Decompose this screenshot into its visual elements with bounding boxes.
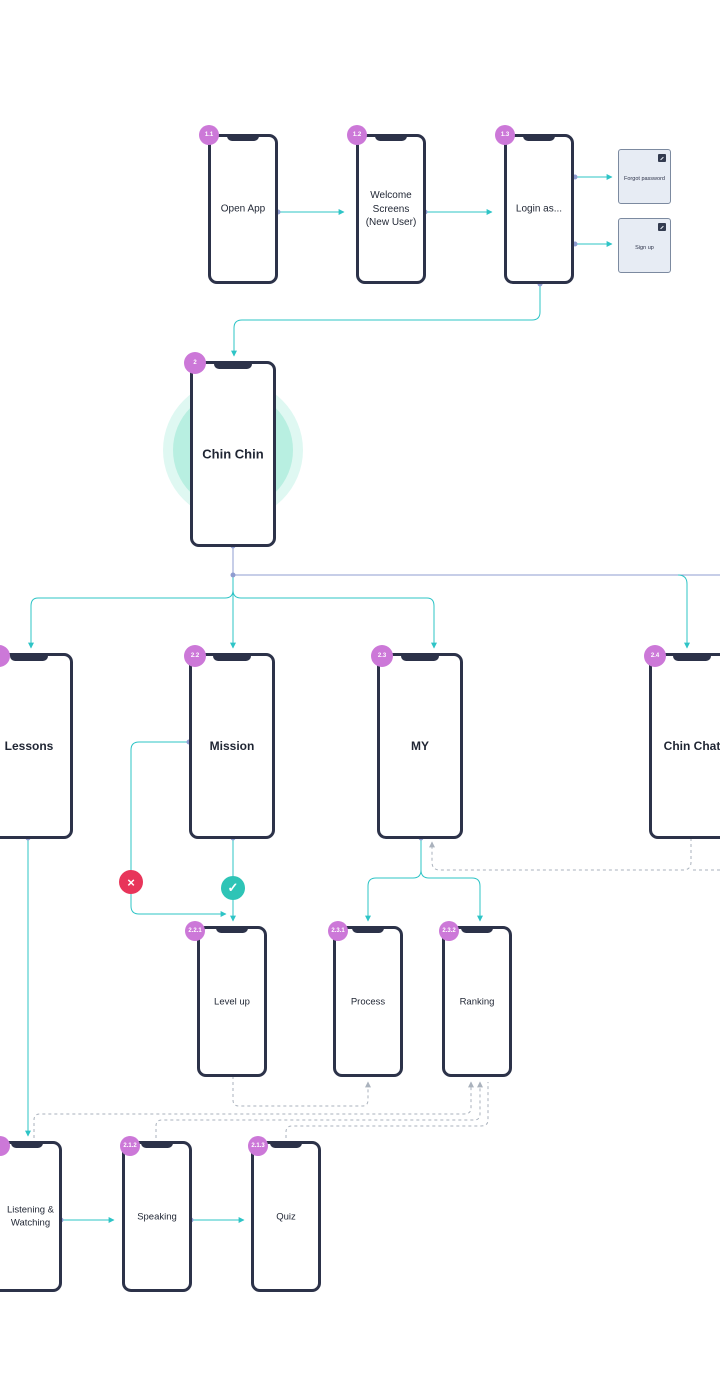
phone-notch (401, 653, 439, 661)
phone-notch (227, 134, 259, 141)
screen-mission[interactable]: Mission (189, 653, 275, 839)
edge-home-to-chat (677, 574, 690, 649)
card-sign-up[interactable]: Sign up (618, 218, 671, 273)
screen-label: Quiz (276, 1211, 296, 1222)
screen-label: Open App (220, 203, 266, 215)
cross-icon: × (119, 870, 143, 894)
check-icon: ✓ (221, 876, 245, 900)
edge-home-to-lessons (28, 589, 234, 649)
phone-notch (461, 926, 493, 933)
screen-badge: 2.3.1 (328, 921, 348, 941)
screen-quiz[interactable]: Quiz (251, 1141, 321, 1292)
screen-label: Speaking (137, 1211, 177, 1222)
phone-notch (375, 134, 407, 141)
screen-label: Chin Chat (663, 739, 720, 753)
screen-label: Listening & Watching (6, 1204, 54, 1229)
phone-notch (213, 653, 251, 661)
edge-speaking-dashed (155, 1081, 483, 1138)
screen-badge-partial (0, 645, 10, 667)
screen-badge: 2.1.2 (120, 1136, 140, 1156)
screen-label: Welcome Screens (New User) (365, 189, 417, 228)
edge-chat-to-my (429, 838, 692, 871)
phone-notch (216, 926, 248, 933)
edge-quiz-dashed (285, 1082, 489, 1138)
edge-mission-fail (130, 741, 227, 917)
edge-listening-dashed (33, 1081, 474, 1138)
screen-label: Lessons (4, 739, 54, 753)
screen-label: Login as... (515, 203, 563, 215)
card-label: Forgot password (624, 176, 665, 182)
phone-notch (352, 926, 384, 933)
screen-badge: 1.2 (347, 125, 367, 145)
screen-badge: 1.1 (199, 125, 219, 145)
phone-notch (214, 361, 252, 369)
phone-notch (10, 653, 48, 661)
screen-my[interactable]: MY (377, 653, 463, 839)
screen-badge: 1.3 (495, 125, 515, 145)
card-label: Sign up (635, 245, 654, 251)
screen-open-app[interactable]: Open App (208, 134, 278, 284)
screen-chin-chin[interactable]: Chin Chin (190, 361, 276, 547)
card-forgot-password[interactable]: Forgot password (618, 149, 671, 204)
screen-ranking[interactable]: Ranking (442, 926, 512, 1077)
screen-badge: 2.4 (644, 645, 666, 667)
edge-levelup-dashed (232, 1076, 371, 1107)
screen-label: Ranking (459, 996, 495, 1007)
screen-badge: 2.2.1 (185, 921, 205, 941)
screen-process[interactable]: Process (333, 926, 403, 1077)
screen-badge: 2.1.3 (248, 1136, 268, 1156)
phone-notch (10, 1141, 43, 1148)
screen-level-up[interactable]: Level up (197, 926, 267, 1077)
screen-badge: 2.2 (184, 645, 206, 667)
screen-login[interactable]: Login as... (504, 134, 574, 284)
external-link-icon (658, 223, 666, 231)
phone-notch (270, 1141, 302, 1148)
phone-notch (523, 134, 555, 141)
external-link-icon (658, 154, 666, 162)
phone-notch (141, 1141, 173, 1148)
edge-home-to-my (232, 589, 437, 649)
edge-my-to-ranking (420, 869, 483, 922)
phone-notch (673, 653, 711, 661)
screen-listening-watching[interactable]: Listening & Watching (0, 1141, 62, 1292)
screen-badge: 2.3.2 (439, 921, 459, 941)
screen-badge-partial (0, 1136, 10, 1156)
screen-badge: 2.3 (371, 645, 393, 667)
screen-label: Level up (214, 996, 250, 1007)
screen-speaking[interactable]: Speaking (122, 1141, 192, 1292)
edge-login-to-home (231, 284, 541, 357)
edge-my-to-process (365, 838, 422, 922)
screen-badge: 2 (184, 352, 206, 374)
screen-welcome[interactable]: Welcome Screens (New User) (356, 134, 426, 284)
screen-label: Chin Chin (202, 446, 264, 462)
screen-label: MY (411, 739, 429, 753)
screen-lessons[interactable]: Lessons (0, 653, 73, 839)
screen-label: Mission (209, 739, 255, 753)
screen-chin-chat[interactable]: Chin Chat (649, 653, 720, 839)
screen-label: Process (350, 996, 386, 1007)
